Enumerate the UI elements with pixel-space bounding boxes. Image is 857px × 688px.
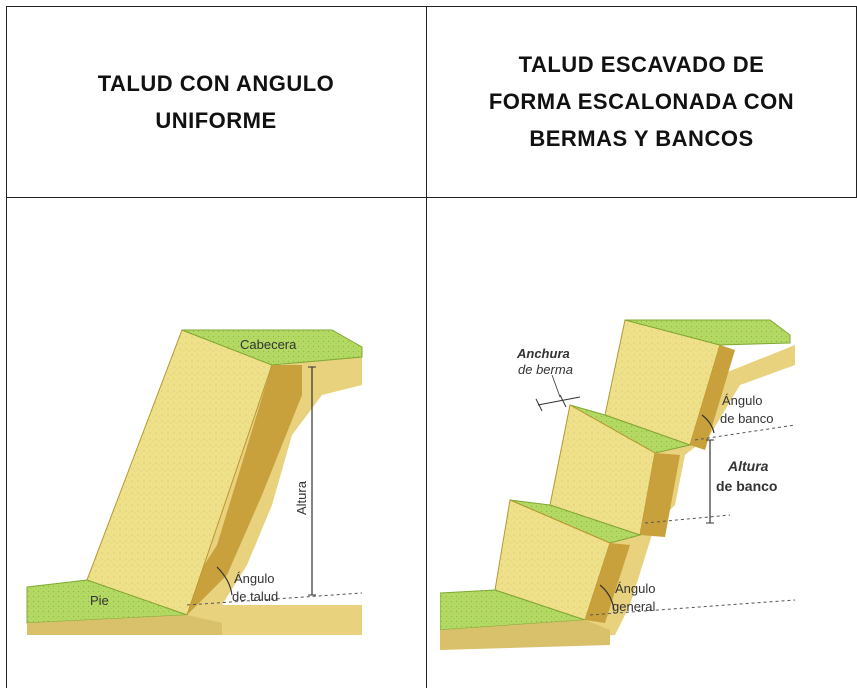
angulo-general-label-1: Ángulo [615, 581, 655, 596]
altura-banco-label-2: de banco [716, 478, 777, 494]
bench-1-side [690, 345, 735, 450]
angulo-banco-label-2: de banco [720, 411, 774, 426]
header-stepped-slope: TALUD ESCAVADO DE FORMA ESCALONADA CON B… [427, 6, 856, 197]
angulo-talud-label-2: de talud [232, 589, 278, 604]
slope-side-shadow [182, 365, 302, 615]
altura-banco-label-1: Altura [727, 458, 769, 474]
angulo-banco-label-1: Ángulo [722, 393, 762, 408]
bench-2-side [640, 453, 680, 537]
column-divider [426, 6, 427, 688]
toe-front [440, 620, 610, 650]
bench-3-side [585, 543, 630, 623]
stepped-slope-diagram: Anchura de berma Ángulo de banco Altura … [440, 319, 796, 650]
toe-front [27, 615, 222, 635]
cabecera-label: Cabecera [240, 337, 297, 352]
header-right-line-3: BERMAS Y BANCOS [529, 126, 754, 151]
angulo-general-label-2: general [612, 599, 655, 614]
anchura-berma-label-1: Anchura [516, 346, 570, 361]
header-right-line-2: FORMA ESCALONADA CON [488, 89, 795, 114]
header-left-line-1: TALUD CON ANGULO [97, 70, 335, 96]
comparison-table [6, 6, 857, 688]
header-uniform-slope: TALUD CON ANGULO UNIFORME [6, 6, 426, 197]
crest-surface [181, 329, 363, 366]
row-divider [6, 197, 857, 198]
anchura-berma-label-2: de berma [518, 362, 573, 377]
pie-label: Pie [90, 593, 109, 608]
header-right-line-1: TALUD ESCAVADO DE [518, 52, 765, 77]
uniform-slope-diagram: Cabecera Altura Pie Ángulo de talud [26, 329, 363, 635]
header-left-line-2: UNIFORME [155, 107, 277, 133]
angulo-talud-label-1: Ángulo [234, 571, 274, 586]
altura-label: Altura [294, 480, 309, 515]
bench-1-top [624, 319, 791, 346]
